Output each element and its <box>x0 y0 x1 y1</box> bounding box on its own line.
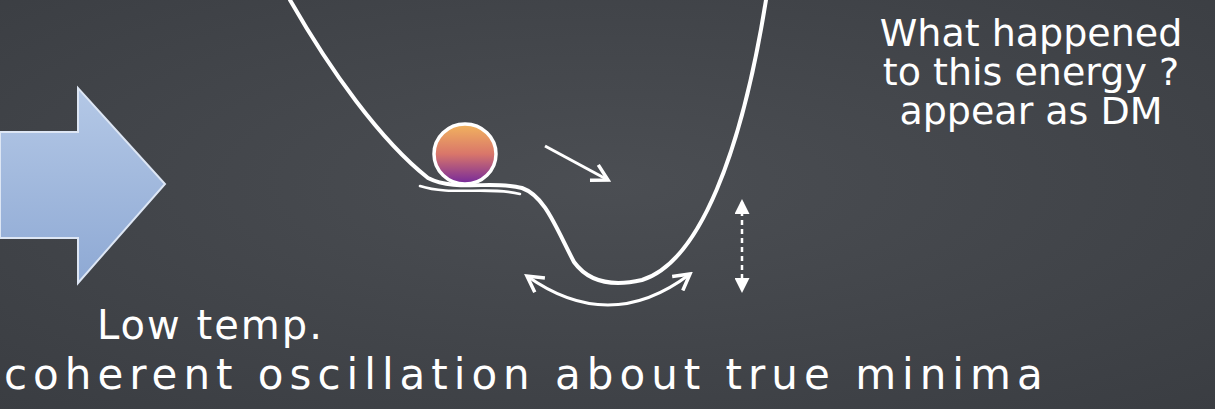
energy-gap-arrow <box>741 202 744 290</box>
potential-curve <box>290 0 766 283</box>
annotation-answer: appear as DM <box>846 92 1215 131</box>
potential-shoulder-sketch <box>420 186 520 194</box>
rolling-arrow <box>545 146 608 180</box>
field-ball <box>434 124 496 184</box>
big-right-arrow <box>0 88 165 283</box>
caption-text: coherent oscillation about true minima <box>4 350 1214 400</box>
caption-heading: Low temp. <box>97 302 397 348</box>
annotation-question: What happened to this energy ? <box>866 14 1196 92</box>
oscillation-arrow <box>527 274 690 305</box>
